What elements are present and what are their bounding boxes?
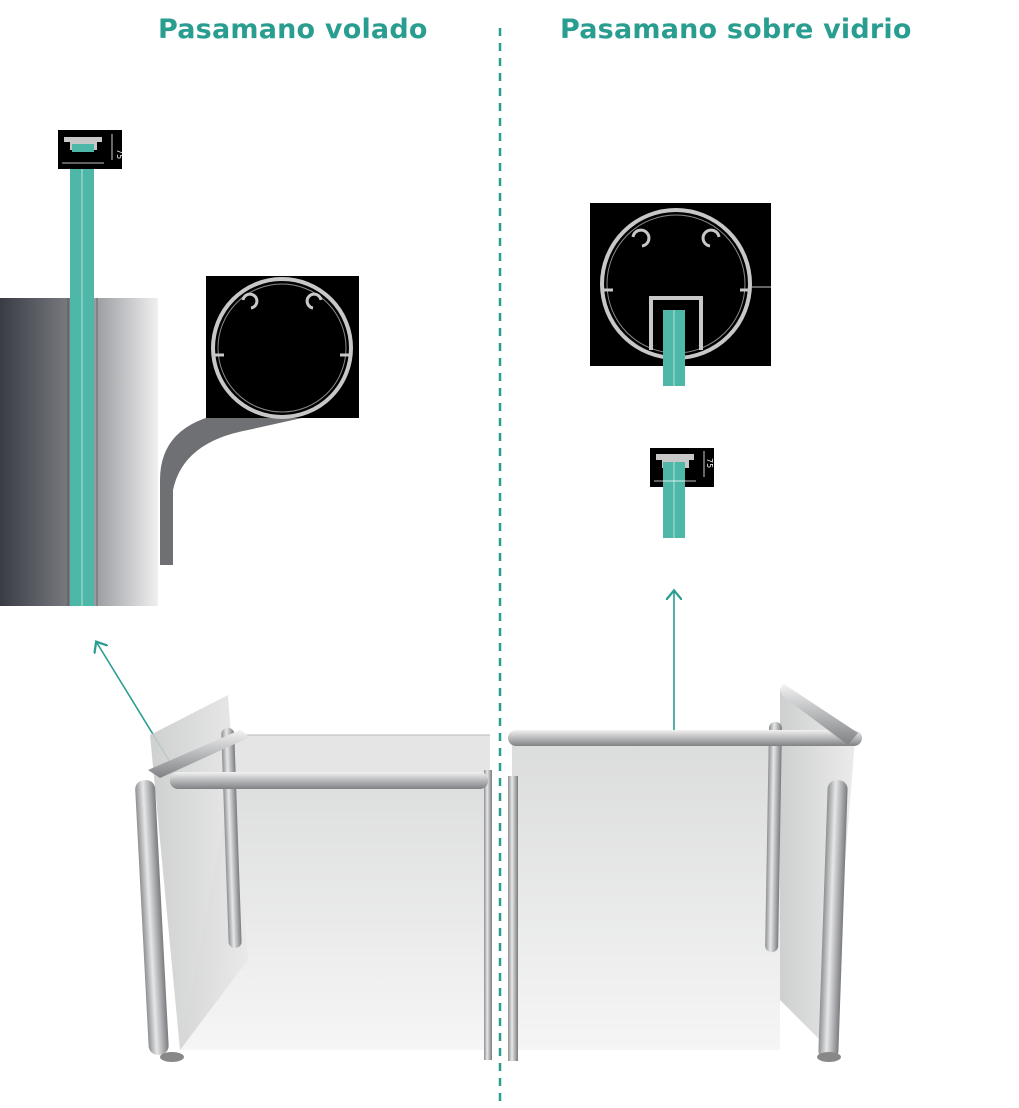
profile-height-label-left: 75 xyxy=(115,149,124,159)
profile-detail-round-right xyxy=(590,203,771,386)
profile-detail-small-right: 75 xyxy=(650,448,714,538)
profile-detail-round-left xyxy=(160,276,359,565)
railing-3d-right xyxy=(508,684,862,1062)
profile-height-label-right: 75 xyxy=(705,458,714,468)
profile-detail-small-left: 75 xyxy=(58,130,124,169)
section-title-right: Pasamano sobre vidrio xyxy=(560,14,912,45)
railing-3d-left xyxy=(135,695,492,1062)
glass-panel-left xyxy=(70,150,94,606)
section-title-left: Pasamano volado xyxy=(158,14,428,45)
